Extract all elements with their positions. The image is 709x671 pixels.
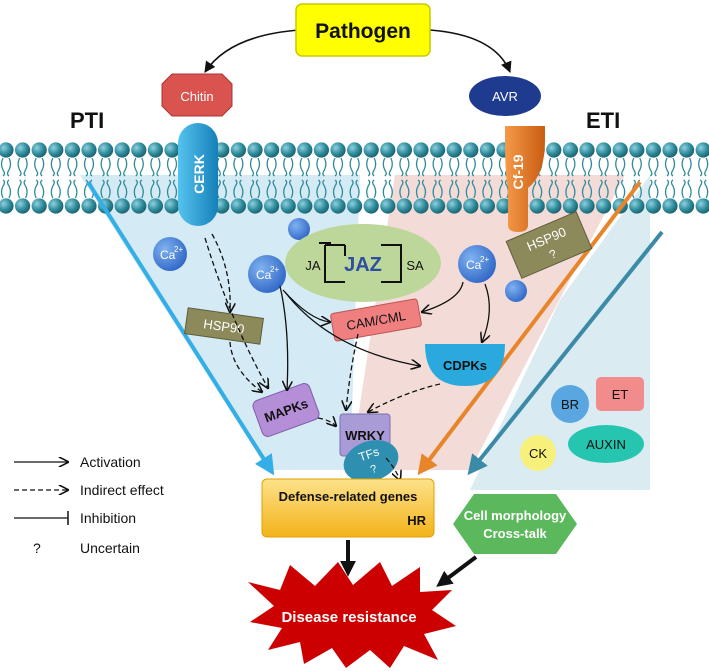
svg-text:Disease resistance: Disease resistance	[281, 609, 416, 626]
cf19-receptor: Cf-19	[505, 126, 545, 232]
crosstalk-zone	[470, 175, 650, 490]
svg-text:AUXIN: AUXIN	[586, 437, 626, 452]
calcium-ion-center: Ca 2+	[248, 255, 286, 293]
svg-text:Defense-related genes: Defense-related genes	[279, 489, 418, 504]
chitin-label: Chitin	[180, 89, 213, 104]
tfs-node: TFs ?	[343, 440, 399, 482]
svg-text:CDPKs: CDPKs	[443, 358, 487, 373]
jaz-label: JAZ	[344, 254, 382, 276]
pathogen-label: Pathogen	[315, 20, 411, 43]
legend-activation-label: Activation	[80, 454, 141, 470]
svg-text:BR: BR	[561, 397, 579, 412]
pathogen-node: Pathogen	[295, 3, 431, 57]
auxin-node: AUXIN	[568, 425, 644, 463]
svg-text:ET: ET	[612, 387, 629, 402]
legend: Activation Indirect effect Inhibition ? …	[14, 454, 164, 556]
cerk-receptor: CERK	[178, 123, 218, 226]
defense-genes-node: Defense-related genes HR	[261, 478, 435, 538]
pathogen-to-avr-arrow	[429, 29, 512, 74]
avr-node: AVR	[469, 76, 541, 116]
svg-text:Ca: Ca	[466, 258, 482, 272]
svg-text:HR: HR	[407, 513, 426, 528]
sa-label: SA	[406, 258, 424, 273]
calcium-dot-lower	[505, 280, 527, 302]
avr-label: AVR	[492, 89, 518, 104]
chitin-node: Chitin	[161, 73, 233, 117]
pti-label: PTI	[70, 108, 104, 133]
calcium-ion-left: Ca 2+	[153, 237, 187, 271]
svg-text:2+: 2+	[480, 255, 489, 264]
legend-uncertain-symbol: ?	[33, 540, 41, 556]
eti-arrow	[417, 180, 642, 476]
svg-text:Ca: Ca	[160, 248, 176, 262]
cell-morphology-node: Cell morphology Cross-talk	[453, 494, 577, 554]
calcium-ion-right: Ca 2+	[458, 245, 496, 283]
disease-resistance-node: Disease resistance	[248, 562, 456, 668]
legend-uncertain-label: Uncertain	[80, 540, 140, 556]
svg-text:Cross-talk: Cross-talk	[483, 526, 547, 541]
legend-inhibition-symbol	[14, 511, 69, 525]
legend-inhibition-label: Inhibition	[80, 510, 136, 526]
svg-text:Ca: Ca	[256, 268, 272, 282]
jaz-hub: JAZ JA SA	[285, 224, 441, 302]
cf19-label: Cf-19	[510, 154, 526, 189]
crosstalk-arrow	[467, 230, 664, 476]
svg-text:2+: 2+	[174, 245, 183, 254]
eti-label: ETI	[586, 108, 620, 133]
svg-text:CK: CK	[529, 446, 547, 461]
plasma-membrane	[0, 142, 709, 214]
calcium-dot-upper	[288, 218, 310, 240]
ja-label: JA	[305, 258, 321, 273]
pathogen-to-chitin-arrow	[204, 29, 301, 73]
morphology-to-resistance-arrow	[436, 555, 478, 587]
svg-text:2+: 2+	[270, 265, 279, 274]
cerk-label: CERK	[191, 154, 207, 194]
svg-text:TFs: TFs	[357, 444, 381, 464]
et-node: ET	[596, 377, 644, 411]
signalling-arrows	[204, 233, 489, 480]
legend-indirect-label: Indirect effect	[80, 482, 164, 498]
ck-node: CK	[520, 435, 556, 471]
svg-text:?: ?	[547, 246, 559, 262]
mapks-node: MAPKs	[252, 383, 320, 437]
cam-cml-node: CAM/CML	[330, 298, 422, 342]
svg-text:Cell morphology: Cell morphology	[464, 508, 567, 523]
cdpks-node: CDPKs	[425, 344, 505, 386]
svg-text:?: ?	[369, 463, 379, 476]
br-node: BR	[551, 385, 589, 423]
svg-text:WRKY: WRKY	[345, 428, 385, 443]
pti-arrow	[86, 180, 275, 476]
